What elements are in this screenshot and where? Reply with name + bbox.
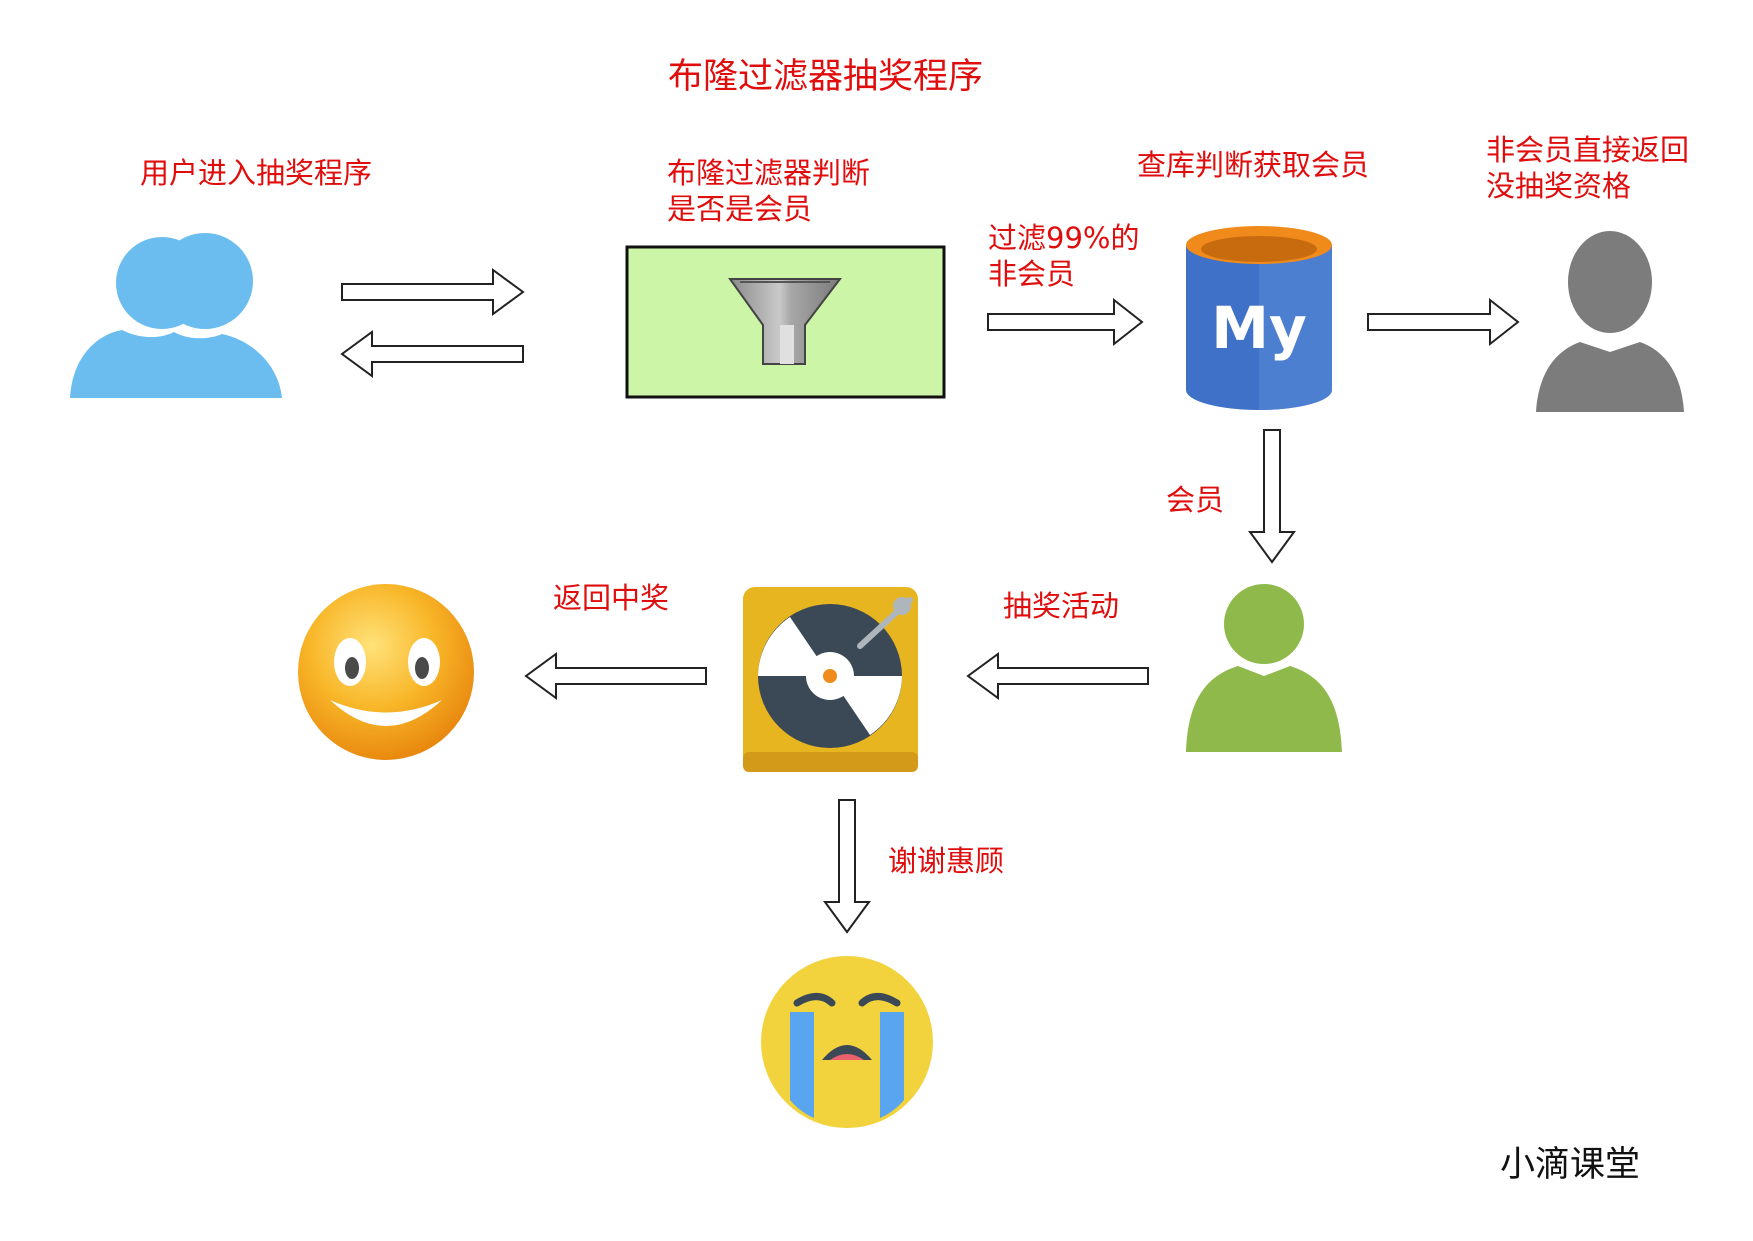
edge-label-lottery: 抽奖活动 bbox=[1003, 589, 1120, 623]
diagram-title: 布隆过滤器抽奖程序 bbox=[668, 57, 984, 97]
green-user-icon bbox=[1186, 584, 1342, 752]
bloom-filter-box bbox=[625, 245, 946, 399]
arrow-user-to-filter bbox=[341, 268, 525, 316]
smiley-face-icon bbox=[298, 584, 474, 760]
watermark-brand: 小滴课堂 bbox=[1500, 1145, 1641, 1185]
arrow-lottery-to-lose bbox=[823, 799, 871, 934]
arrow-lottery-to-win bbox=[524, 652, 707, 700]
mysql-logo-text: My bbox=[1211, 294, 1307, 362]
arrow-member-to-lottery bbox=[966, 652, 1149, 700]
mysql-database-icon: My bbox=[1186, 226, 1332, 410]
grey-user-icon bbox=[1536, 231, 1684, 412]
edge-label-lose: 谢谢惠顾 bbox=[888, 844, 1005, 878]
database-label: 查库判断获取会员 bbox=[1137, 148, 1370, 182]
arrow-db-to-member bbox=[1248, 429, 1296, 564]
edge-label-win: 返回中奖 bbox=[553, 581, 670, 615]
bloom-filter-label: 布隆过滤器判断 是否是会员 bbox=[667, 156, 871, 226]
arrow-db-to-non-member bbox=[1367, 297, 1520, 347]
non-member-label: 非会员直接返回 没抽奖资格 bbox=[1486, 133, 1690, 203]
user-group-icon bbox=[70, 233, 282, 398]
arrow-filter-to-user bbox=[340, 330, 524, 378]
funnel-icon bbox=[728, 278, 843, 365]
crying-face-icon bbox=[761, 956, 933, 1128]
edge-label-member: 会员 bbox=[1166, 483, 1225, 517]
edge-label-filter: 过滤99%的 非会员 bbox=[988, 221, 1140, 291]
arrow-filter-to-db bbox=[987, 297, 1144, 347]
turntable-icon bbox=[743, 587, 918, 772]
user-label: 用户进入抽奖程序 bbox=[140, 156, 373, 190]
